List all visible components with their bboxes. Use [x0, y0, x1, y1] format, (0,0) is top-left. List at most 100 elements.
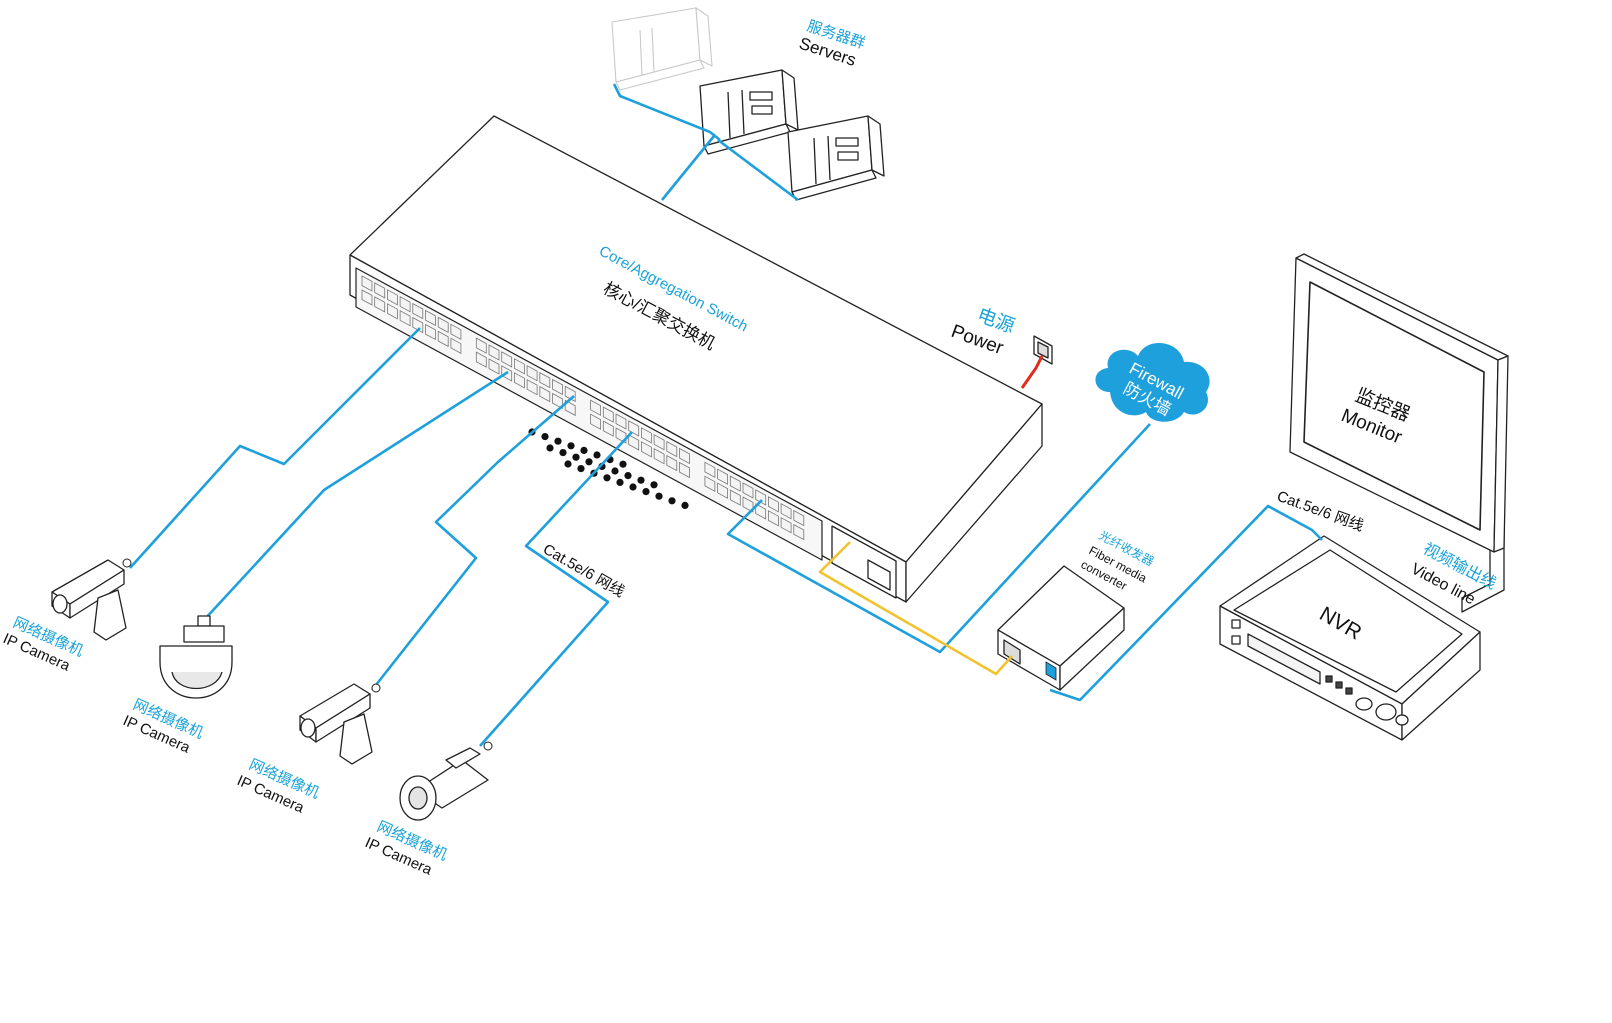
switch-port: [386, 303, 398, 320]
switch-port: [437, 316, 449, 334]
indicator-dot: [593, 451, 601, 459]
power-cord: [1020, 355, 1044, 389]
server-group: 服务器群 Servers: [611, 6, 885, 201]
switch-port: [615, 413, 627, 430]
monitor-icon: 监控器 Monitor: [1289, 253, 1509, 613]
indicator-dot: [642, 488, 650, 496]
switch-port: [704, 475, 716, 492]
indicator-dot: [655, 492, 663, 500]
switch-port: [488, 358, 500, 375]
switch-port: [602, 406, 614, 423]
server-icon: [699, 69, 799, 155]
switch-port: [679, 461, 690, 479]
indicator-dot: [629, 483, 637, 491]
bullet-camera-icon: [51, 558, 132, 641]
switch-port: [704, 461, 716, 478]
switch-port: [653, 434, 665, 451]
switch-port: [475, 337, 487, 354]
switch-port: [666, 440, 678, 458]
switch-port: [742, 482, 754, 499]
switch-port: [793, 523, 805, 541]
switch-port: [628, 420, 640, 437]
switch-port: [602, 420, 614, 437]
switch-port: [399, 296, 411, 313]
switch-icon: Core/Aggregation Switch 核心/汇聚交换机: [349, 115, 1043, 603]
switch-port: [729, 475, 741, 492]
indicator-dot: [681, 501, 689, 509]
fiber-cable: [818, 541, 1013, 676]
switch-port: [361, 289, 373, 306]
switch-port: [717, 482, 728, 499]
switch-port: [780, 503, 792, 520]
switch-port: [514, 372, 525, 389]
indicator-dot: [603, 474, 611, 482]
indicator-dot: [554, 437, 562, 445]
switch-port: [425, 309, 436, 327]
switch-port: [793, 509, 805, 527]
indicator-dot: [624, 472, 632, 480]
switch-port: [590, 399, 601, 416]
switch-port: [653, 448, 665, 465]
indicator-dot: [611, 467, 619, 475]
switch-port: [412, 302, 424, 320]
server-cable: [612, 83, 721, 142]
switch-port: [475, 351, 487, 368]
indicator-dot: [580, 446, 588, 454]
switch-port: [501, 351, 513, 368]
switch-port: [552, 378, 563, 396]
switch-port-panel: [355, 267, 823, 561]
switch-port: [590, 413, 601, 430]
dome-camera-icon: [159, 615, 233, 699]
indicator-dot: [668, 497, 676, 505]
server-cables: [612, 83, 799, 202]
bullet-camera-icon: [399, 741, 493, 821]
cat-cable-label-left: Cat.5e/6 网线: [540, 541, 627, 601]
switch-port: [717, 468, 728, 485]
indicator-dot: [619, 460, 627, 468]
switch-port: [564, 399, 576, 417]
fiber-sfp-port: [1045, 661, 1057, 681]
indicator-dot: [567, 442, 575, 450]
switch-ports: [361, 275, 805, 541]
switch-port: [641, 441, 652, 458]
bullet-camera-icon: [299, 683, 381, 765]
switch-port: [526, 379, 538, 396]
switch-port: [374, 282, 386, 299]
firewall-cloud-icon: Firewall 防火墙: [1095, 343, 1210, 422]
camera-cable: [479, 431, 633, 747]
server-cable: [717, 138, 799, 202]
switch-port: [641, 427, 652, 444]
camera-cable: [370, 395, 575, 691]
switch-port: [539, 385, 551, 403]
switch-port: [755, 489, 767, 506]
switch-port: [399, 310, 411, 327]
fiber-converter-icon: 光纤收发器 Fiber media converter: [997, 527, 1157, 691]
switch-port: [552, 392, 563, 410]
indicator-dot: [585, 458, 593, 466]
switch-port: [386, 289, 398, 306]
indicator-dot: [577, 465, 585, 473]
switch-port: [425, 323, 436, 341]
switch-port: [768, 510, 779, 527]
indicator-dot: [650, 481, 658, 489]
switch-port: [437, 330, 449, 348]
indicator-dot: [572, 453, 580, 461]
switch-port: [539, 371, 551, 389]
power-socket-icon: [1033, 335, 1053, 365]
indicator-dot: [616, 478, 624, 486]
switch-port: [666, 454, 678, 472]
switch-port: [729, 489, 741, 506]
converter-to-nvr-cable: [1049, 504, 1323, 702]
cat-cable-label-right: Cat.5e/6 网线: [1275, 488, 1366, 535]
switch-port: [679, 447, 690, 465]
switch-port: [742, 496, 754, 513]
switch-port: [374, 296, 386, 313]
switch-port: [361, 275, 373, 292]
right-cables: [726, 423, 1323, 702]
switch-port: [526, 365, 538, 382]
indicator-dot: [564, 460, 572, 468]
camera-cable: [203, 370, 509, 621]
camera-cable: [129, 327, 421, 569]
switch-console-port: [867, 559, 891, 591]
